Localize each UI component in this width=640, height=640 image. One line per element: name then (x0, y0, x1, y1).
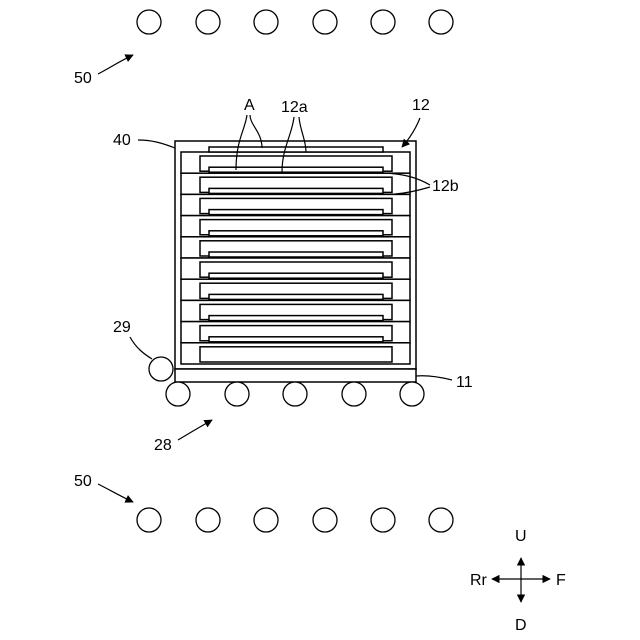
roller (342, 382, 366, 406)
label-29: 29 (113, 319, 131, 336)
direction-rear: Rr (470, 572, 488, 589)
side-roller (149, 357, 173, 381)
roller (225, 382, 249, 406)
tray-sheet (209, 294, 383, 299)
tray-sheet (209, 252, 383, 257)
conveyor-roller-row (166, 382, 424, 406)
roller (429, 10, 453, 34)
direction-indicator: U D F Rr (470, 528, 566, 634)
label-12a: 12a (281, 99, 308, 116)
direction-down: D (515, 617, 527, 634)
tray-sheet (209, 210, 383, 215)
roller (137, 508, 161, 532)
roller (371, 10, 395, 34)
bottom-roller-row (137, 508, 453, 532)
roller (137, 10, 161, 34)
leader-28 (178, 420, 212, 440)
roller (313, 508, 337, 532)
label-top-rollers: 50 (74, 70, 92, 87)
roller (429, 508, 453, 532)
leader-11 (416, 376, 452, 380)
roller (283, 382, 307, 406)
tray-sheet (209, 188, 383, 193)
label-12b: 12b (432, 178, 459, 195)
label-28: 28 (154, 437, 172, 454)
roller (371, 508, 395, 532)
roller (196, 508, 220, 532)
roller (166, 382, 190, 406)
tray-sheet (209, 337, 383, 342)
direction-front: F (556, 572, 566, 589)
direction-up: U (515, 528, 527, 545)
tray-stack (181, 152, 410, 364)
roller (196, 10, 220, 34)
label-11: 11 (456, 374, 473, 391)
tray-sheet (209, 231, 383, 236)
tray-recess (200, 347, 392, 362)
label-12: 12 (412, 97, 430, 114)
roller (254, 508, 278, 532)
base-plate (175, 369, 416, 382)
leader-bottom-rollers (98, 484, 133, 502)
roller (400, 382, 424, 406)
label-40: 40 (113, 132, 131, 149)
roller (313, 10, 337, 34)
leader-40 (138, 140, 175, 148)
roller (254, 10, 278, 34)
leader-29 (130, 337, 152, 359)
top-roller-row (137, 10, 453, 34)
tray-sheet (209, 273, 383, 278)
top-sheet (209, 147, 383, 152)
label-a: A (244, 97, 255, 114)
tray-sheet (209, 167, 383, 172)
tray-sheet (209, 316, 383, 321)
leader-top-rollers (98, 55, 133, 74)
label-bottom-rollers: 50 (74, 473, 92, 490)
